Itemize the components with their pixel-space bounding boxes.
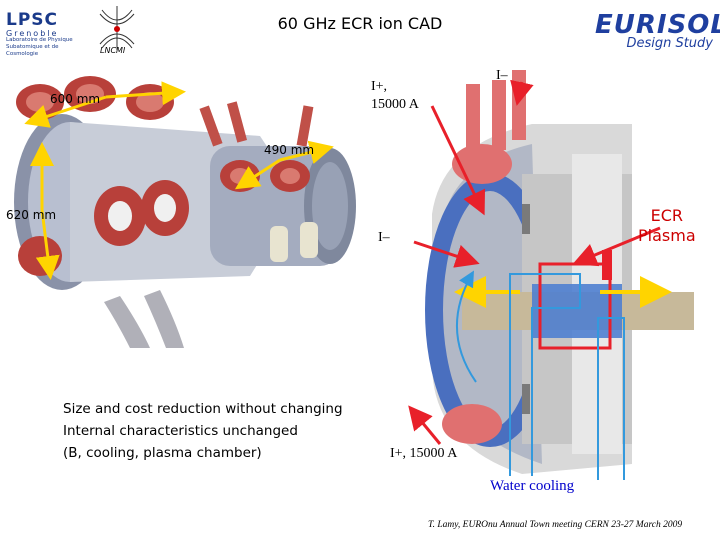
eurisol-logo: EURISOL Design Study <box>595 10 720 54</box>
caption-line-2: Internal characteristics unchanged <box>63 423 298 439</box>
page-title: 60 GHz ECR ion CAD <box>277 14 443 33</box>
lncmi-logo-icon <box>99 6 135 50</box>
water-cooling-label: Water cooling <box>490 478 575 494</box>
caption-line-1: Size and cost reduction without changing <box>63 401 343 417</box>
current-label-top-line1: I+, <box>371 79 388 94</box>
current-label-top: I+, 15000 A <box>371 78 419 114</box>
ecr-label-line1: ECR <box>650 206 684 225</box>
ecr-label-line2: Plasma <box>638 226 696 245</box>
footer-credit: T. Lamy, EUROnu Annual Town meeting CERN… <box>428 520 683 530</box>
lncmi-logo-text: LNCMI <box>100 46 126 55</box>
lpsc-logo-text: LPSC <box>6 10 59 30</box>
dimension-label-620: 620 mm <box>6 208 57 222</box>
caption-line-3: (B, cooling, plasma chamber) <box>63 445 262 461</box>
current-minus-mid: I– <box>378 230 390 245</box>
lpsc-sub1: Laboratoire de Physique <box>6 37 73 43</box>
current-label-bottom: I+, 15000 A <box>390 446 458 461</box>
caption-block: Size and cost reduction without changing… <box>63 398 343 464</box>
dimension-label-600: 600 mm <box>50 92 101 106</box>
eurisol-subtitle: Design Study <box>626 36 713 51</box>
current-minus-top: I– <box>496 68 508 83</box>
current-label-top-line2: 15000 A <box>371 97 419 112</box>
eurisol-logo-text: EURISOL <box>595 10 720 40</box>
dimension-label-490: 490 mm <box>264 143 315 157</box>
lpsc-sub2: Subatomique et de Cosmologie <box>6 44 59 57</box>
ecr-plasma-label: ECR Plasma <box>638 206 696 246</box>
lpsc-city: Grenoble <box>6 29 59 38</box>
lpsc-logo: LPSC Grenoble Laboratoire de Physique Su… <box>6 10 86 57</box>
